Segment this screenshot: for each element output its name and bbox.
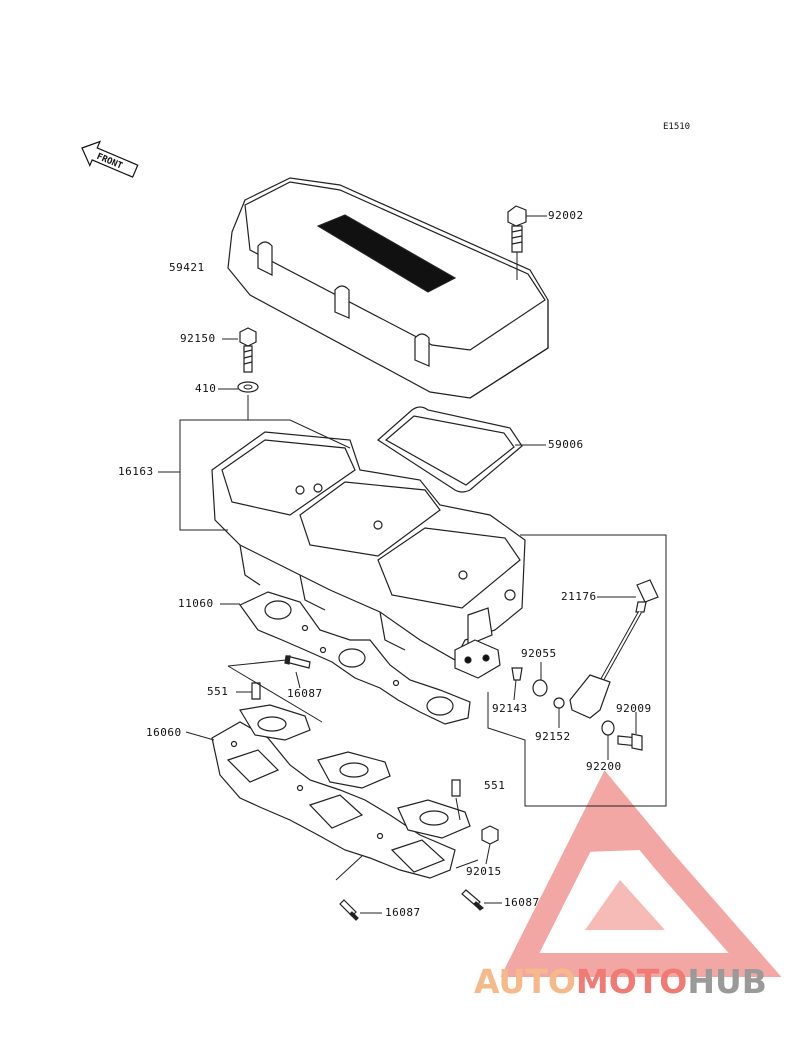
part-label-92002[interactable]: 92002 xyxy=(548,209,584,222)
watermark-logo-icon xyxy=(500,770,782,977)
bolt-92002 xyxy=(507,205,527,253)
clip-92143 xyxy=(511,667,523,681)
part-label-21176[interactable]: 21176 xyxy=(561,590,597,603)
leader-lines xyxy=(158,395,667,807)
stud-16087-lower-left xyxy=(339,899,359,921)
part-label-92015[interactable]: 92015 xyxy=(466,865,502,878)
exhaust-manifold xyxy=(211,704,471,879)
part-label-11060[interactable]: 11060 xyxy=(178,597,214,610)
part-label-410[interactable]: 410 xyxy=(195,382,217,395)
part-label-16087-left[interactable]: 16087 xyxy=(385,906,421,919)
gasket-11060 xyxy=(239,591,471,725)
brand-part-hub: HUB xyxy=(687,962,767,1001)
part-label-59006[interactable]: 59006 xyxy=(548,438,584,451)
bolt-92150 xyxy=(239,327,257,373)
dowel-551-upper xyxy=(251,682,261,700)
bolt-92009 xyxy=(617,733,643,751)
oring-92055 xyxy=(532,679,548,697)
head-cover xyxy=(227,177,549,399)
brand-part-moto: MOTO xyxy=(575,962,688,1001)
dowel-551-lower xyxy=(451,779,461,797)
washer-92152 xyxy=(553,697,565,709)
nut-92015 xyxy=(481,825,499,845)
part-label-92150[interactable]: 92150 xyxy=(180,332,216,345)
part-label-551-lower[interactable]: 551 xyxy=(484,779,506,792)
front-arrow-icon: FRONT xyxy=(81,140,139,178)
part-label-16060[interactable]: 16060 xyxy=(146,726,182,739)
brand-watermark: AUTOMOTOHUB xyxy=(474,962,767,1002)
throttle-body xyxy=(211,431,526,679)
stud-16087-upper xyxy=(284,655,311,669)
part-label-92009[interactable]: 92009 xyxy=(616,702,652,715)
gasket-59006 xyxy=(377,406,523,493)
sensor-21176 xyxy=(569,579,659,719)
part-label-92200[interactable]: 92200 xyxy=(586,760,622,773)
part-label-16163[interactable]: 16163 xyxy=(118,465,154,478)
part-label-92143[interactable]: 92143 xyxy=(492,702,528,715)
part-label-551-upper[interactable]: 551 xyxy=(207,685,229,698)
part-label-92055[interactable]: 92055 xyxy=(521,647,557,660)
washer-92200 xyxy=(601,720,615,736)
part-label-16087-upper[interactable]: 16087 xyxy=(287,687,323,700)
part-label-59421[interactable]: 59421 xyxy=(169,261,205,274)
brand-part-auto: AUTO xyxy=(474,962,576,1001)
diagram-code: E1510 xyxy=(663,122,691,132)
part-label-16087-right[interactable]: 16087 xyxy=(504,896,540,909)
stud-16087-lower-right xyxy=(461,889,484,911)
part-label-92152[interactable]: 92152 xyxy=(535,730,571,743)
